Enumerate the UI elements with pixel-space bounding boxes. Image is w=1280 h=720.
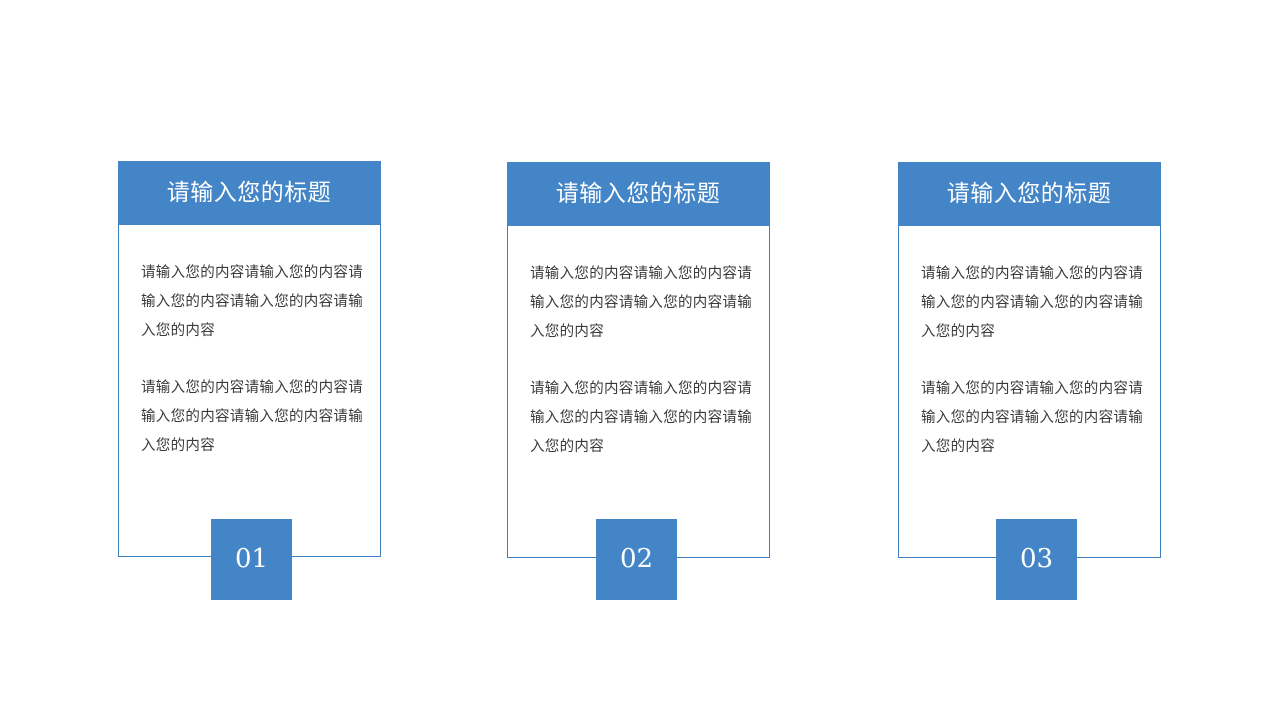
card-paragraph[interactable]: 请输入您的内容请输入您的内容请输入您的内容请输入您的内容请输入您的内容 <box>530 266 752 340</box>
card-number-badge-1: 01 <box>211 519 292 600</box>
card-paragraph[interactable]: 请输入您的内容请输入您的内容请输入您的内容请输入您的内容请输入您的内容 <box>530 381 752 455</box>
card-title[interactable]: 请输入您的标题 <box>117 160 381 225</box>
card-number-badge-2: 02 <box>596 519 677 600</box>
content-card-3: 请输入您的标题 请输入您的内容请输入您的内容请输入您的内容请输入您的内容请输入您… <box>897 161 1161 558</box>
card-body: 请输入您的内容请输入您的内容请输入您的内容请输入您的内容请输入您的内容 请输入您… <box>530 260 752 462</box>
card-paragraph[interactable]: 请输入您的内容请输入您的内容请输入您的内容请输入您的内容请输入您的内容 <box>141 265 363 339</box>
card-paragraph[interactable]: 请输入您的内容请输入您的内容请输入您的内容请输入您的内容请输入您的内容 <box>921 266 1143 340</box>
content-card-2: 请输入您的标题 请输入您的内容请输入您的内容请输入您的内容请输入您的内容请输入您… <box>506 161 770 558</box>
card-title[interactable]: 请输入您的标题 <box>897 161 1161 226</box>
card-body: 请输入您的内容请输入您的内容请输入您的内容请输入您的内容请输入您的内容 请输入您… <box>141 259 363 461</box>
card-title[interactable]: 请输入您的标题 <box>506 161 770 226</box>
card-paragraph[interactable]: 请输入您的内容请输入您的内容请输入您的内容请输入您的内容请输入您的内容 <box>921 381 1143 455</box>
content-card-1: 请输入您的标题 请输入您的内容请输入您的内容请输入您的内容请输入您的内容请输入您… <box>117 160 381 557</box>
card-paragraph[interactable]: 请输入您的内容请输入您的内容请输入您的内容请输入您的内容请输入您的内容 <box>141 380 363 454</box>
card-number-badge-3: 03 <box>996 519 1077 600</box>
card-body: 请输入您的内容请输入您的内容请输入您的内容请输入您的内容请输入您的内容 请输入您… <box>921 260 1143 462</box>
